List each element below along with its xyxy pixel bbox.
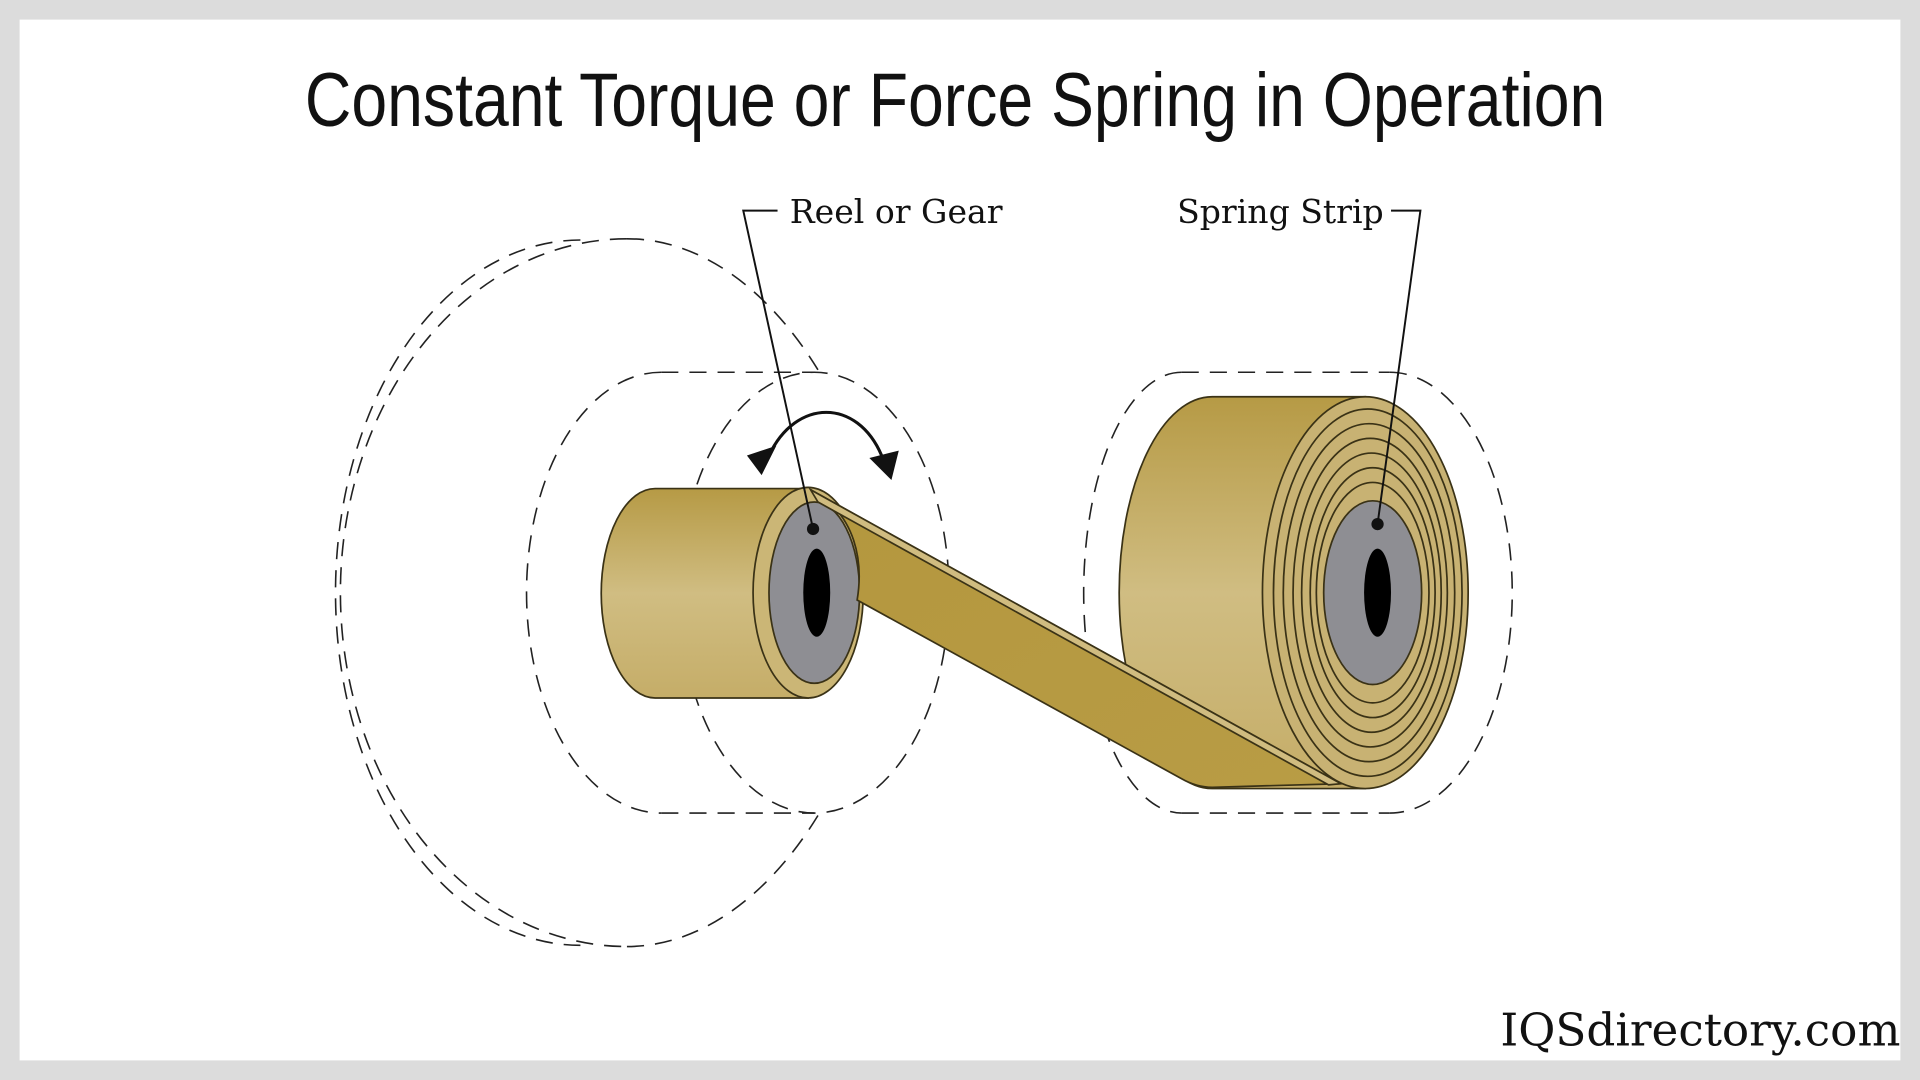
spring-coil: [1118, 395, 1470, 790]
rotation-arrow-icon: [746, 410, 899, 480]
diagram-title: Constant Torque or Force Spring in Opera…: [305, 58, 1605, 143]
watermark-logo: IQSdirectory.com: [1500, 1004, 1900, 1057]
strip-label-callout: Spring Strip: [1177, 192, 1422, 531]
coil-shaft-hole: [1364, 548, 1392, 637]
canvas: [19, 19, 1901, 1061]
reel-shaft-hole: [803, 548, 831, 637]
spring-strip: [808, 487, 1344, 789]
reel-label-callout: Reel or Gear: [742, 192, 1003, 536]
reel-label: Reel or Gear: [790, 192, 1003, 231]
spool-outline-dashed: [1082, 371, 1514, 814]
gear-outline-dashed: [334, 237, 950, 948]
strip-label: Spring Strip: [1177, 192, 1384, 231]
reel: [600, 486, 865, 699]
